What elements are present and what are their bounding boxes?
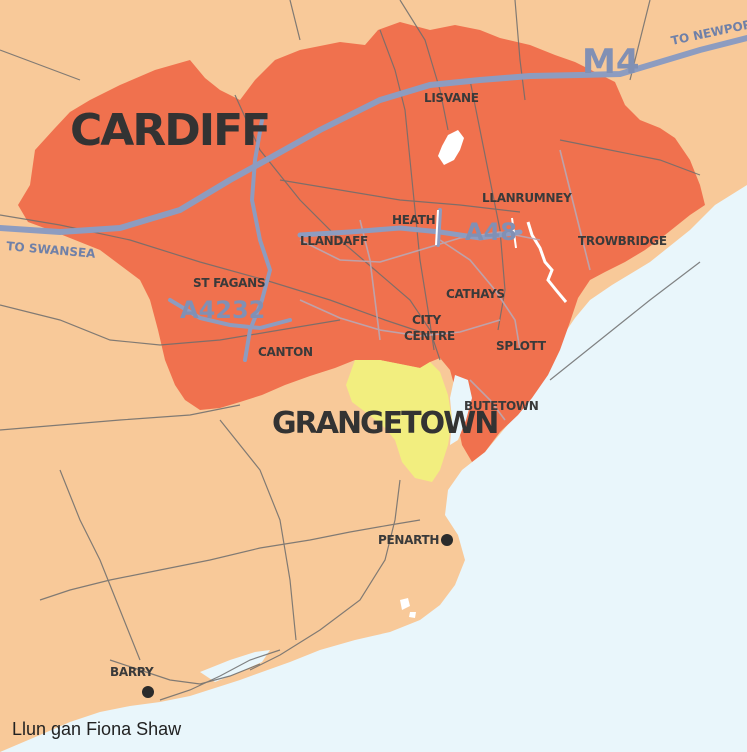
road-a48: A48	[465, 218, 517, 246]
district-cathays: CATHAYS	[446, 287, 505, 301]
barry-island	[200, 650, 270, 682]
grangetown-area	[346, 360, 452, 482]
district-trowbridge: TROWBRIDGE	[578, 234, 667, 248]
city-label: CARDIFF	[70, 105, 269, 156]
grangetown-label: GRANGETOWN	[272, 406, 497, 441]
district-lisvane: LISVANE	[424, 91, 479, 105]
cardiff-area	[18, 22, 705, 462]
district-city: CITY	[412, 313, 442, 327]
small-islands	[400, 598, 416, 618]
district-centre: CENTRE	[404, 329, 455, 343]
town-barry: BARRY	[110, 665, 154, 679]
road-m4: M4	[582, 42, 640, 82]
minor-roads	[0, 0, 701, 701]
district-st-fagans: ST FAGANS	[193, 276, 265, 290]
lake	[438, 130, 464, 165]
town-penarth: PENARTH	[378, 533, 439, 547]
district-splott: SPLOTT	[496, 339, 547, 353]
road-casing	[435, 209, 517, 249]
major-roads	[0, 35, 747, 362]
penarth-marker	[441, 534, 453, 546]
district-heath: HEATH	[392, 213, 435, 227]
local-roads	[299, 149, 591, 421]
district-canton: CANTON	[258, 345, 313, 359]
road-a4232: A4232	[180, 296, 265, 324]
district-llanrumney: LLANRUMNEY	[482, 191, 572, 205]
river	[526, 221, 568, 303]
district-llandaff: LLANDAFF	[300, 234, 368, 248]
photo-credit: Llun gan Fiona Shaw	[12, 719, 182, 739]
docks	[450, 375, 472, 445]
barry-marker	[142, 686, 154, 698]
district-butetown: BUTETOWN	[464, 399, 539, 413]
